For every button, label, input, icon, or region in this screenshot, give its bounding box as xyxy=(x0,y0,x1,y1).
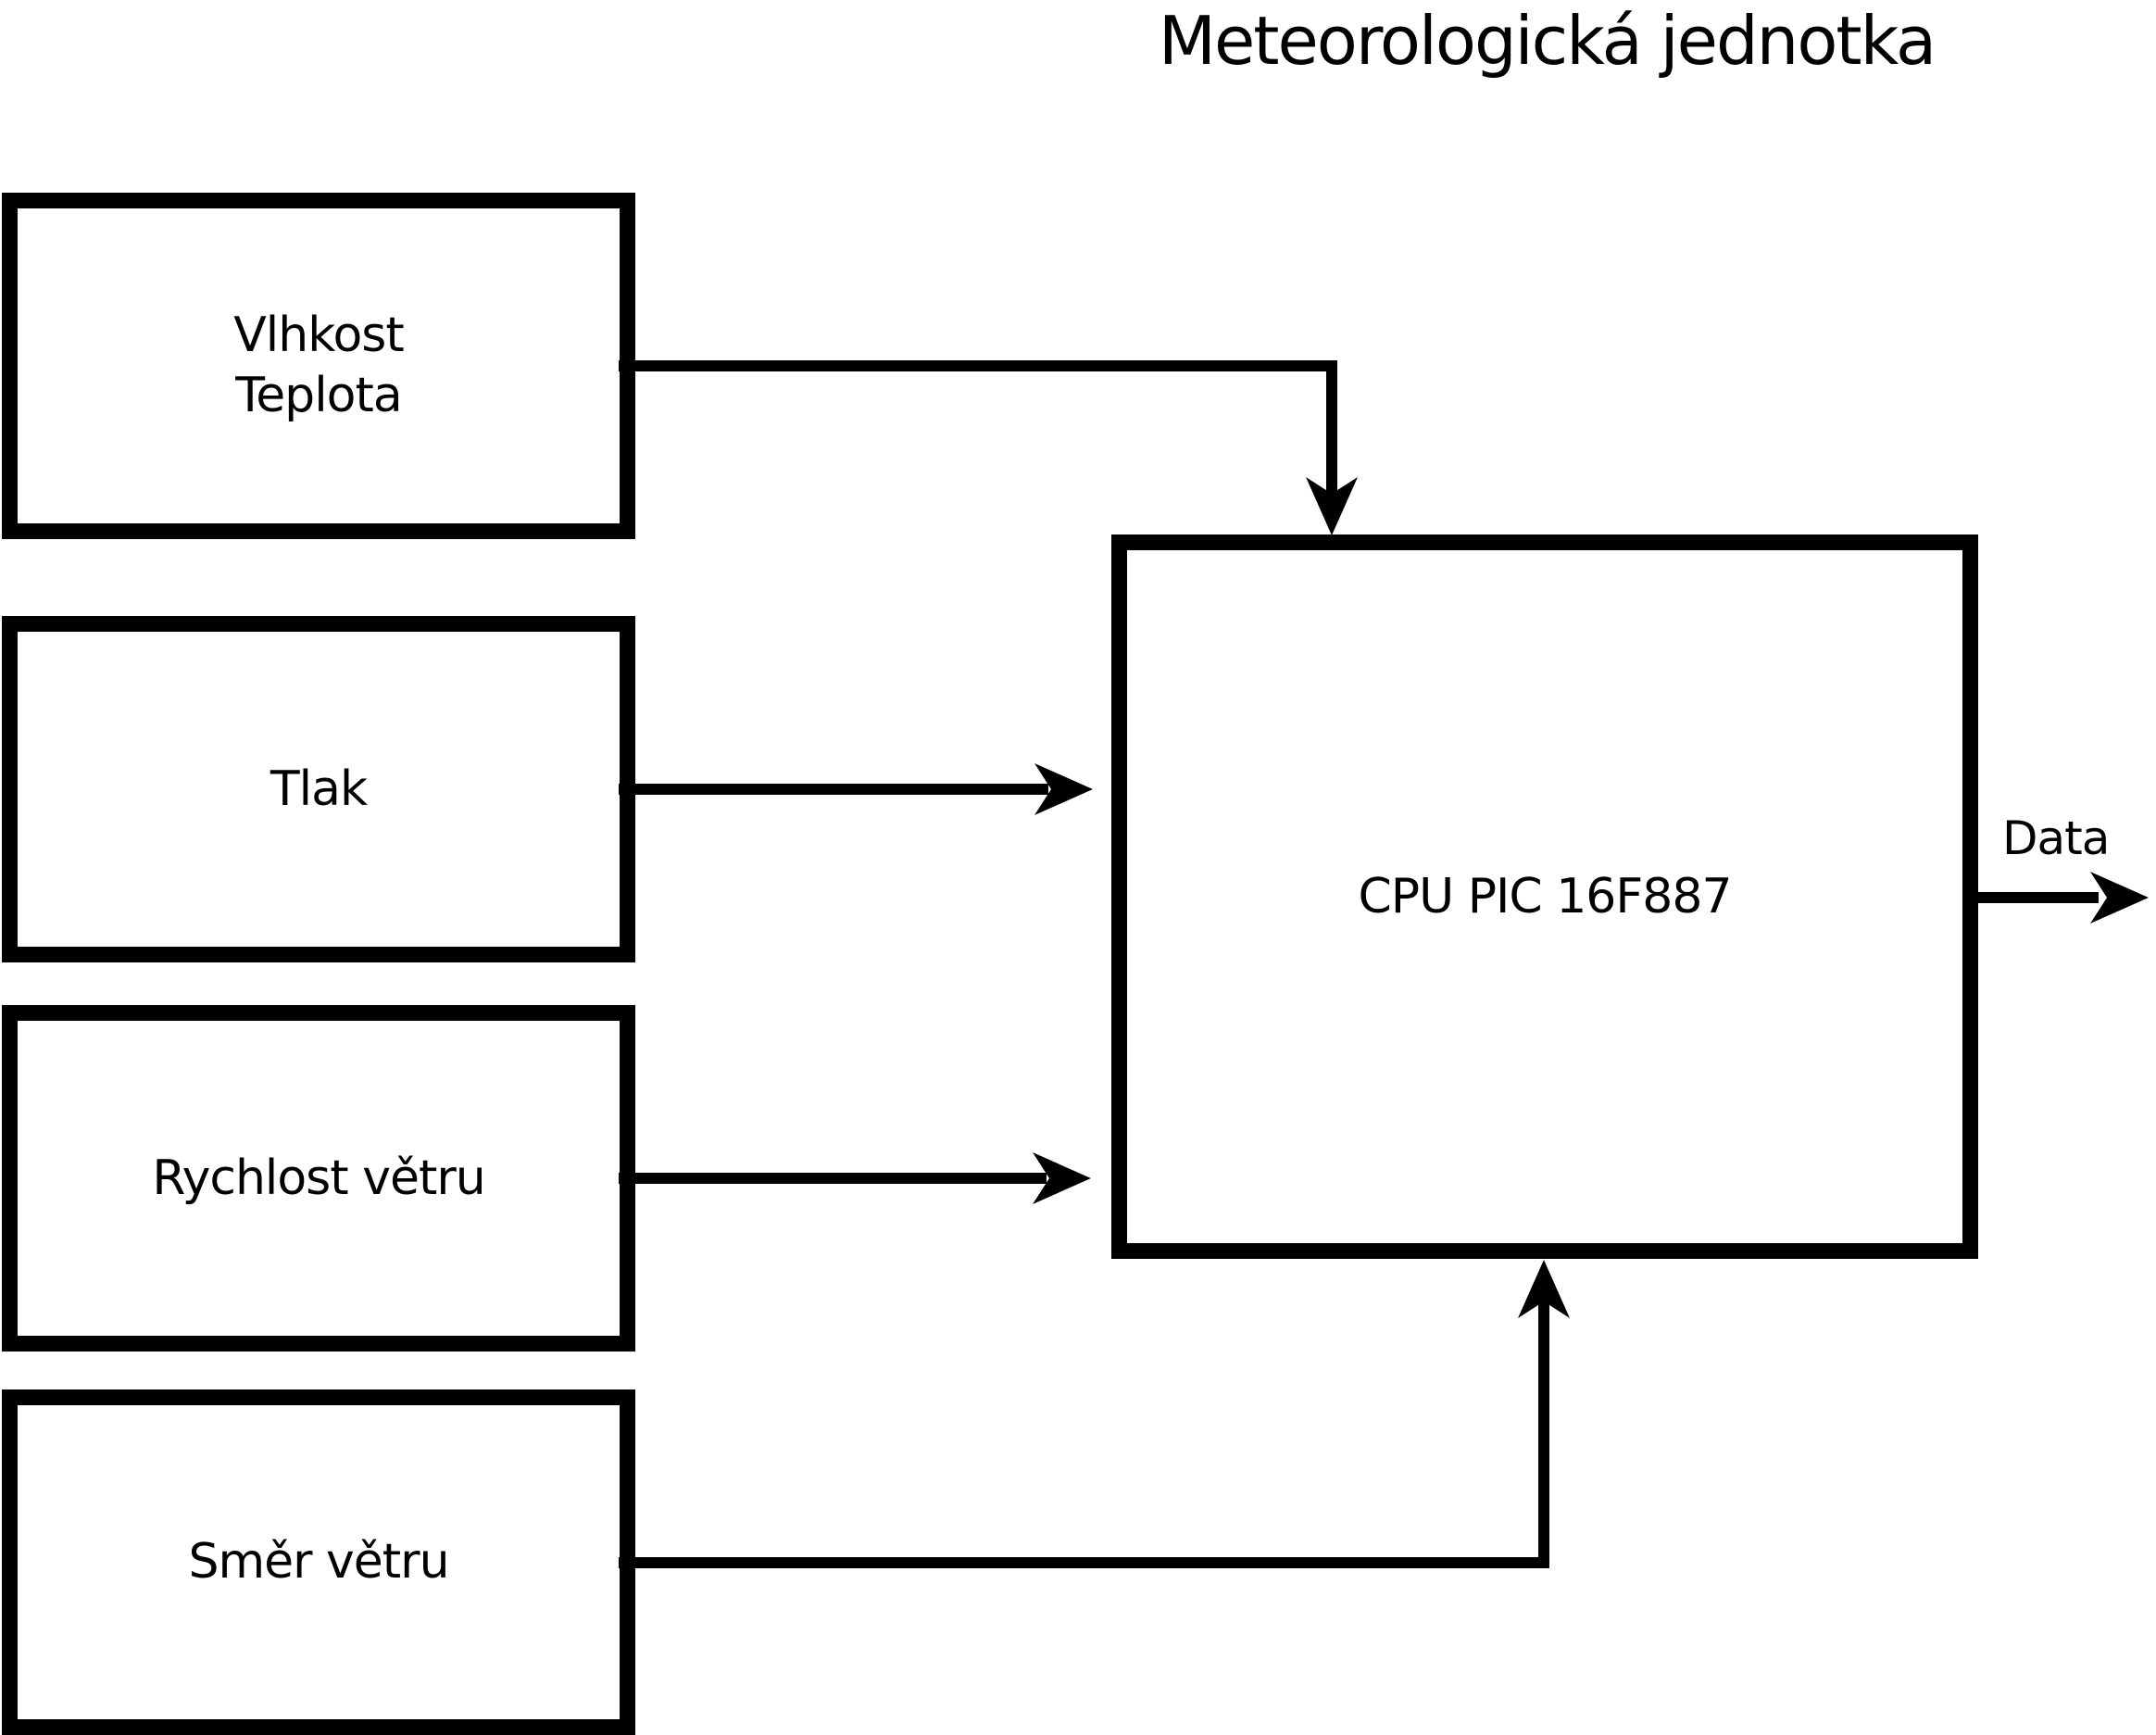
node-label-line: Vlhkost xyxy=(233,308,405,363)
node-tlak: Tlak xyxy=(2,616,635,962)
arrow-cpu-to-data xyxy=(1973,872,2149,924)
node-vlhkost-teplota: Vlhkost Teplota xyxy=(2,193,635,539)
node-cpu: CPU PIC 16F887 xyxy=(1111,534,1978,1259)
node-label-line: Směr větru xyxy=(188,1534,449,1590)
node-rychlost-vetru: Rychlost větru xyxy=(2,1005,635,1352)
node-label-line: Teplota xyxy=(235,368,402,423)
arrow-smer-to-cpu xyxy=(619,1260,1570,1568)
diagram-title: Meteorologická jednotka xyxy=(1158,2,1937,80)
node-label-line: Rychlost větru xyxy=(152,1150,485,1206)
arrow-rychlost-to-cpu xyxy=(619,1152,1091,1204)
arrow-tlak-to-cpu xyxy=(619,763,1093,815)
arrow-vlhkost-to-cpu xyxy=(619,360,1358,535)
node-label-line: Tlak xyxy=(270,761,368,817)
output-data-label: Data xyxy=(2002,811,2110,865)
node-label-line: CPU PIC 16F887 xyxy=(1358,868,1732,924)
node-smer-vetru: Směr větru xyxy=(2,1389,635,1735)
